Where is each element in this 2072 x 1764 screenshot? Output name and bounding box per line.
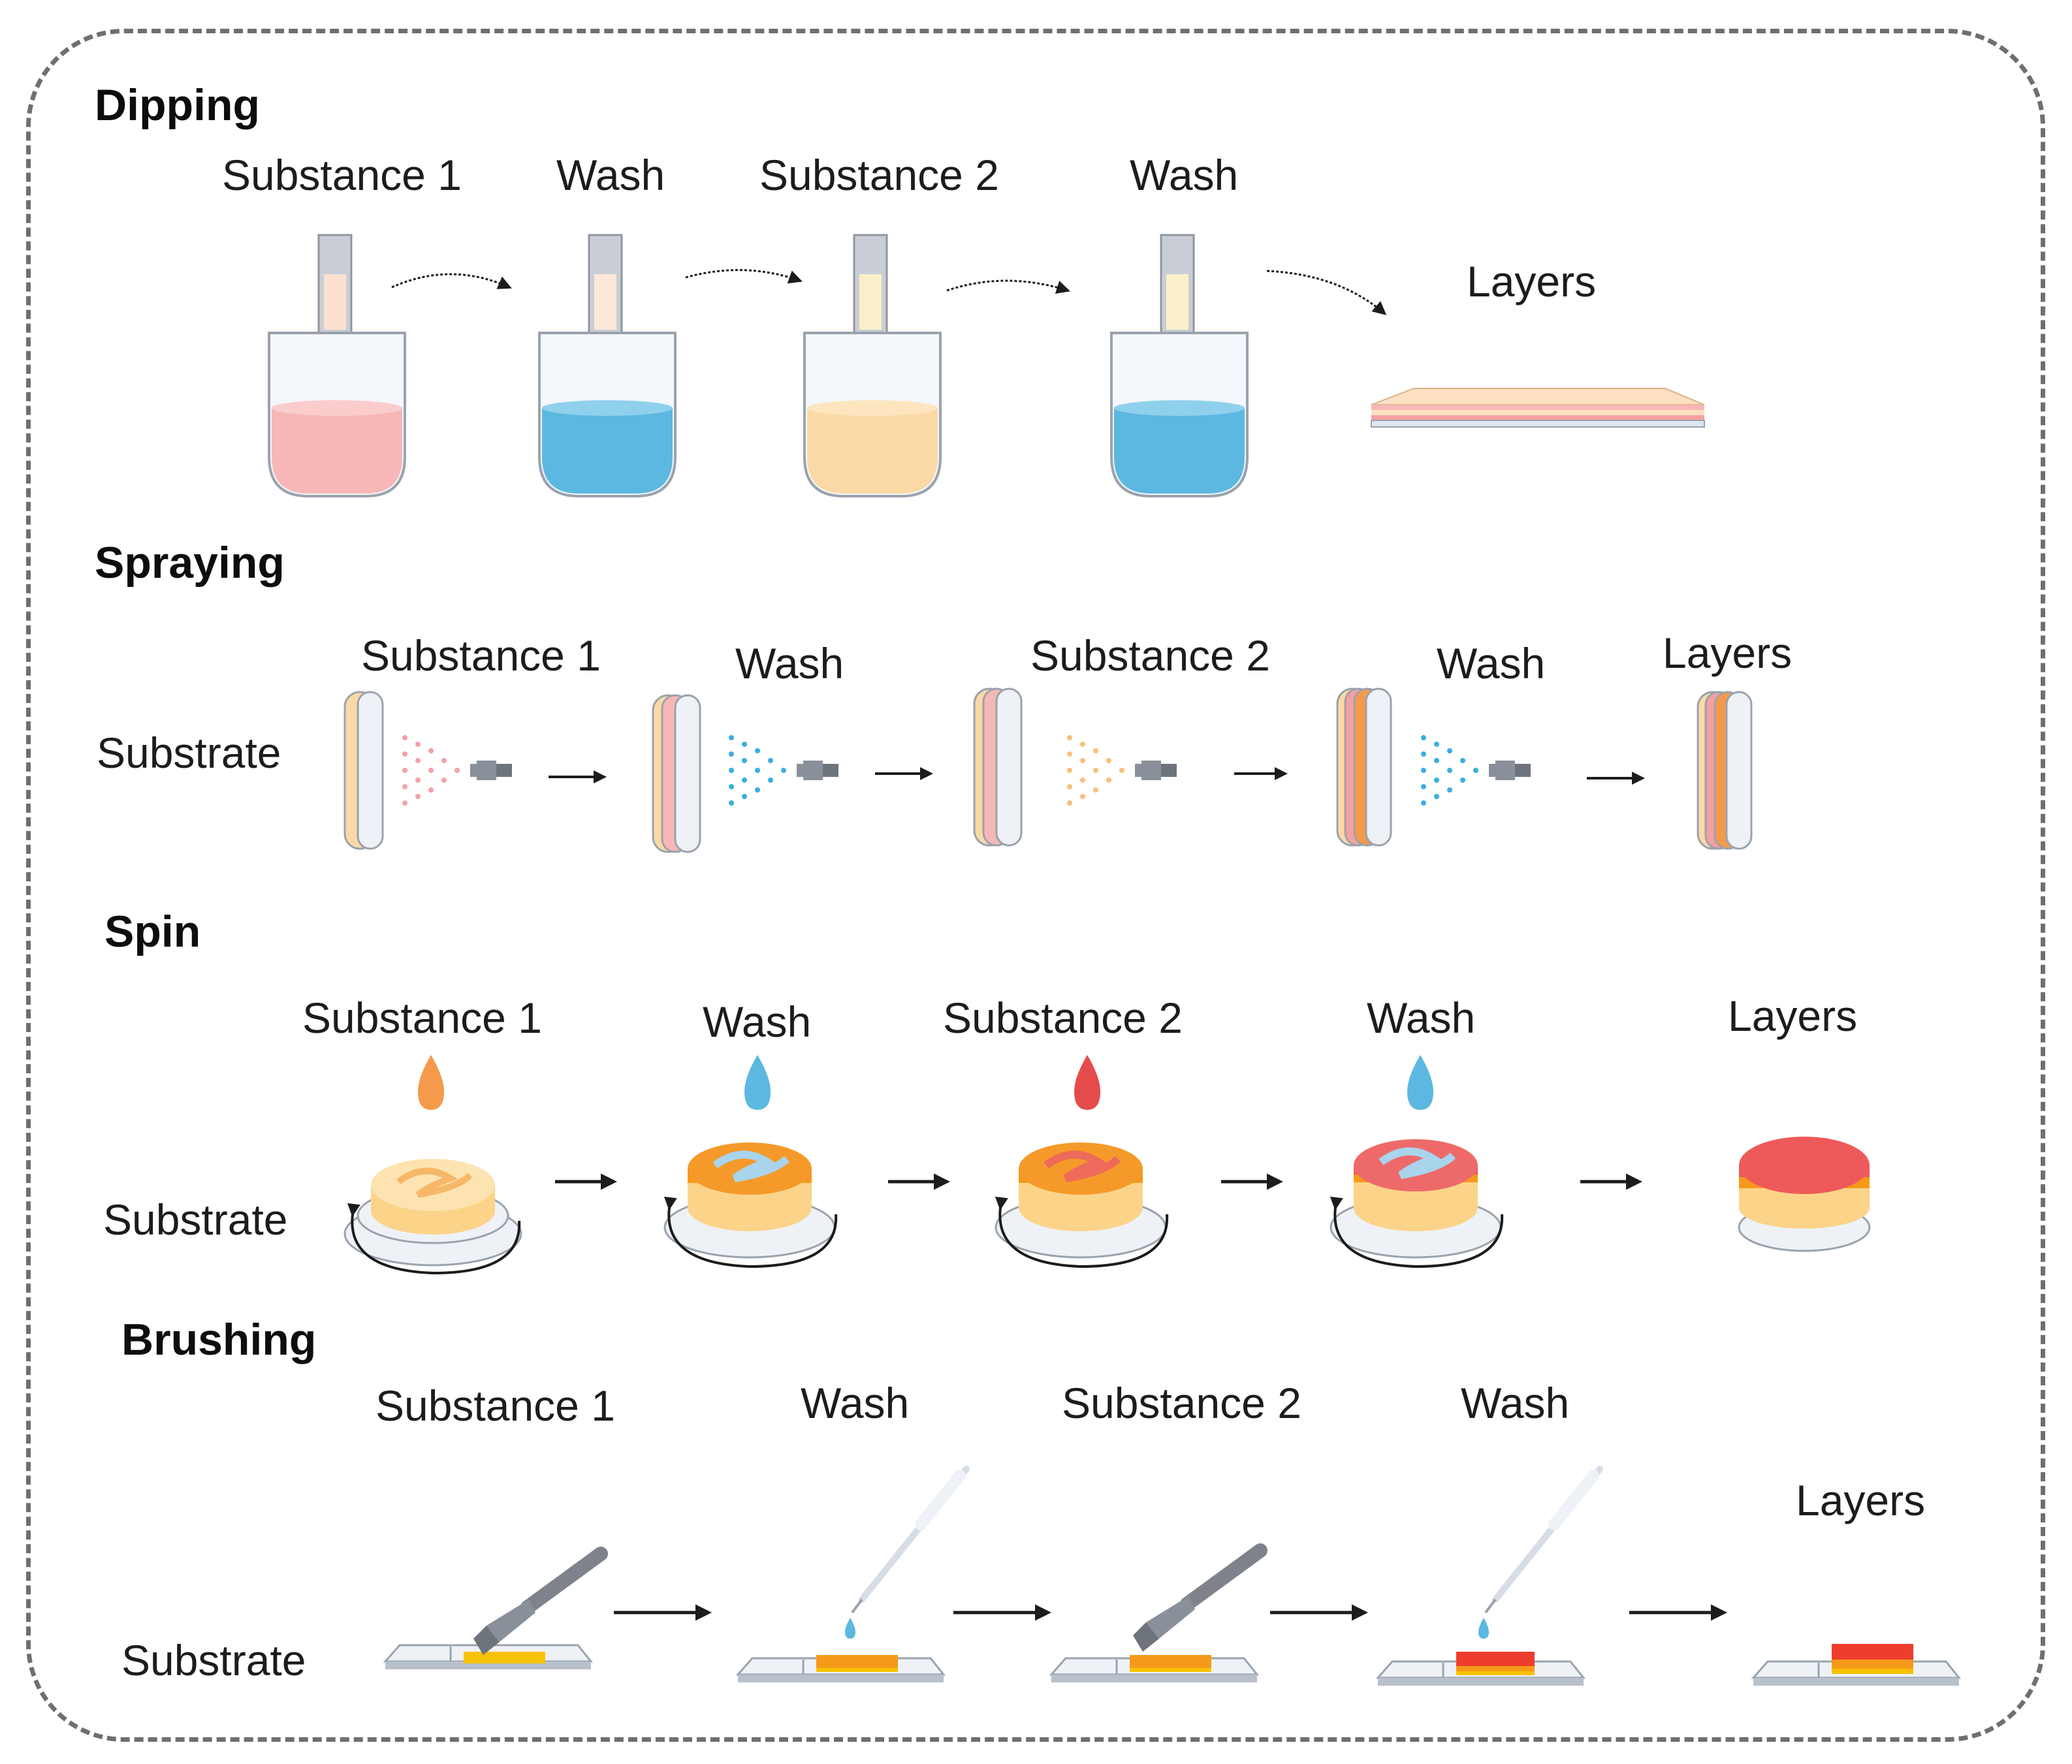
spray-3 [1067, 735, 1177, 806]
spin-layers-result [1738, 1137, 1871, 1252]
brush-icon [473, 1547, 608, 1655]
spray-droplets [402, 735, 460, 806]
dipping-result-label: Layers [1467, 257, 1597, 306]
pipette-icon [851, 1466, 970, 1614]
spray-nozzle-icon [470, 761, 512, 780]
spraying-step-label: Substance 1 [361, 631, 601, 680]
spray-droplets [1067, 735, 1124, 806]
brush-slide-4 [1375, 1466, 1603, 1686]
dipping-beaker-3 [803, 234, 942, 497]
brush-slide-1 [383, 1547, 608, 1669]
brushing-step-label: Wash [1461, 1379, 1570, 1427]
spray-layers-result [1697, 691, 1753, 850]
spray-nozzle-icon [1489, 761, 1531, 780]
spraying-step-label: Wash [735, 639, 844, 687]
spray-substrate-1 [343, 691, 384, 850]
rotation-arrow-icon [663, 1196, 838, 1268]
spraying-substrate-label: Substrate [97, 729, 281, 777]
spraying-step-label: Substance 2 [1030, 631, 1270, 680]
spray-2 [729, 735, 838, 806]
droplet-icon [1407, 1055, 1433, 1110]
dipping-beaker-1 [268, 234, 406, 497]
rotation-arrow-icon [1330, 1196, 1504, 1268]
arrow-icon [391, 273, 512, 289]
spin-step-label: Wash [703, 998, 812, 1046]
spin-step-label: Wash [1367, 994, 1476, 1042]
droplet-icon [418, 1055, 444, 1110]
brush-slide-3 [1049, 1543, 1267, 1682]
spin-disc-1 [343, 1159, 522, 1275]
dipping-layers-stack [1371, 388, 1705, 428]
spraying-result-label: Layers [1663, 629, 1793, 677]
spin-substrate-label: Substrate [103, 1195, 288, 1244]
arrow-icon [946, 279, 1071, 294]
brush-layers-result [1751, 1644, 1962, 1686]
section-title-dipping: Dipping [95, 80, 261, 130]
droplet-icon [1074, 1055, 1100, 1110]
pipette-icon [1484, 1466, 1603, 1614]
dipping-beaker-4 [1110, 234, 1249, 497]
spray-droplets [1421, 735, 1478, 806]
spray-droplets [729, 735, 786, 806]
droplet-icon [845, 1618, 855, 1639]
arrow-icon [685, 269, 803, 284]
spray-substrate-3 [973, 687, 1023, 847]
spray-4 [1421, 735, 1531, 806]
arrow-icon [1266, 270, 1387, 315]
spray-nozzle-icon [1135, 761, 1177, 780]
rotation-arrow-icon [995, 1196, 1169, 1268]
spray-nozzle-icon [797, 761, 838, 780]
spray-1 [402, 735, 512, 806]
spin-disc-3 [995, 1142, 1169, 1268]
brushing-step-label: Wash [801, 1379, 910, 1427]
spray-substrate-2 [652, 694, 701, 853]
dipping-step-label: Substance 1 [222, 151, 462, 199]
brush-icon [1133, 1543, 1267, 1652]
dipping-step-label: Substance 2 [759, 151, 999, 199]
spray-substrate-4 [1336, 687, 1392, 847]
section-title-spin: Spin [104, 907, 201, 956]
brushing-step-label: Substance 2 [1062, 1379, 1301, 1427]
spin-step-label: Substance 2 [943, 994, 1183, 1042]
spin-result-label: Layers [1728, 992, 1858, 1040]
spin-disc-2 [663, 1142, 838, 1268]
droplet-icon [1478, 1618, 1489, 1639]
brushing-step-label: Substance 1 [375, 1381, 615, 1430]
spin-step-label: Substance 1 [302, 994, 542, 1042]
dashed-frame [26, 29, 2045, 1742]
section-title-brushing: Brushing [121, 1315, 317, 1364]
rotation-arrow-icon [347, 1203, 521, 1275]
brushing-substrate-label: Substrate [121, 1636, 306, 1684]
spraying-step-label: Wash [1437, 639, 1546, 687]
dipping-arrows [391, 269, 1387, 315]
dipping-step-label: Wash [1130, 151, 1239, 199]
dipping-step-label: Wash [556, 151, 665, 199]
droplet-icon [744, 1055, 771, 1110]
brush-slide-2 [735, 1466, 970, 1682]
brushing-result-label: Layers [1796, 1476, 1926, 1524]
spin-disc-4 [1330, 1139, 1504, 1268]
dipping-beaker-2 [538, 234, 677, 497]
section-title-spraying: Spraying [95, 538, 285, 588]
